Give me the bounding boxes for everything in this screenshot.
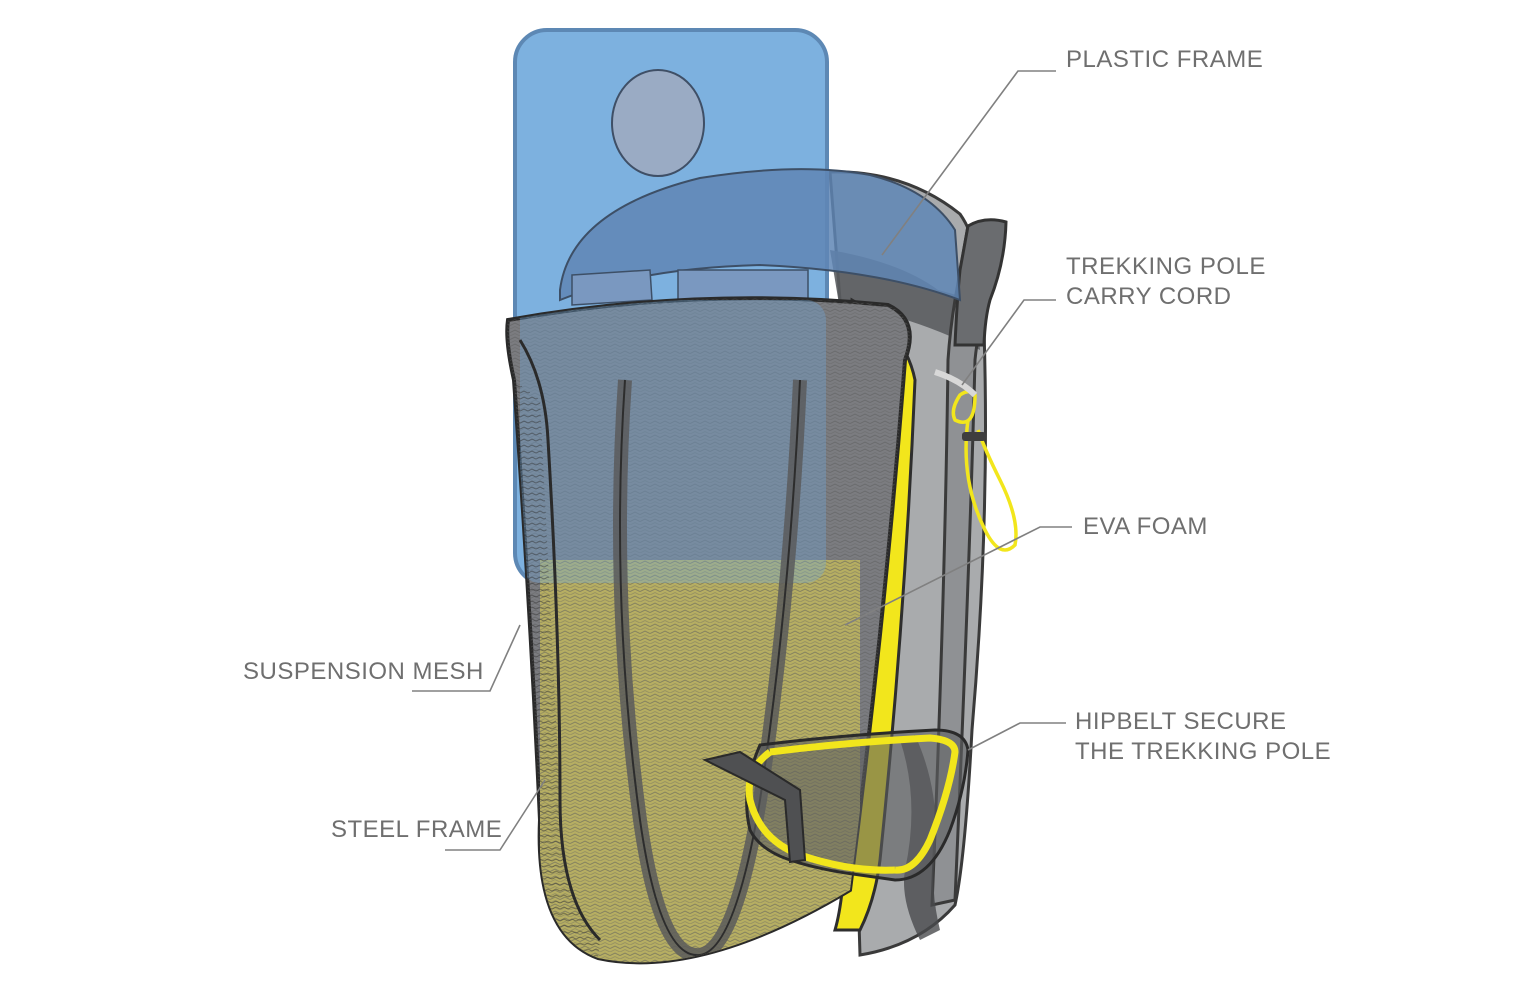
label-trekking-pole-line2: CARRY CORD (1066, 283, 1232, 310)
pack-top-lid (559, 168, 962, 302)
leader-carry-cord (961, 299, 1056, 386)
label-plastic-frame: PLASTIC FRAME (1066, 46, 1264, 73)
leader-suspension-mesh (412, 624, 521, 692)
label-hipbelt-secure: HIPBELT SECURE THE TREKKING POLE (1075, 707, 1331, 767)
label-steel-frame: STEEL FRAME (331, 816, 503, 843)
hipbelt-yellow-trim (769, 734, 959, 874)
leader-eva-foam (844, 526, 1072, 626)
leader-hipbelt (967, 722, 1066, 751)
leader-plastic-frame (881, 70, 1056, 256)
plastic-frame-hole (611, 69, 705, 177)
leader-steel-frame (445, 779, 546, 851)
label-hipbelt-line2: THE TREKKING POLE (1075, 738, 1332, 765)
label-hipbelt-line1: HIPBELT SECURE (1075, 708, 1287, 735)
hipbelt-strap (702, 750, 807, 864)
pack-lid-window-right (677, 269, 809, 301)
trekking-pole-handle (953, 218, 1008, 347)
cord-toggle (962, 432, 986, 441)
label-trekking-pole-line1: TREKKING POLE (1066, 253, 1266, 280)
label-suspension-mesh: SUSPENSION MESH (243, 658, 484, 685)
label-trekking-pole-carry-cord: TREKKING POLE CARRY CORD (1066, 252, 1266, 312)
leader-lines (412, 70, 1072, 851)
pack-lid-window-left (571, 269, 653, 306)
label-eva-foam: EVA FOAM (1083, 513, 1208, 540)
